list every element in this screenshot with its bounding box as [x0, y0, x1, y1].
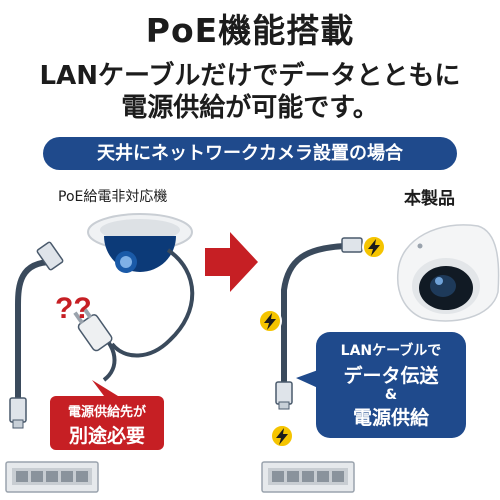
lightning-icon — [258, 309, 282, 333]
arrow-right-icon — [205, 232, 258, 292]
right-lan-cable — [281, 243, 348, 387]
blue-callout-pointer — [296, 370, 318, 388]
red-callout: 電源供給先が 別途必要 — [50, 396, 164, 450]
network-switch-icon — [261, 461, 355, 493]
red-callout-line-2: 別途必要 — [68, 425, 145, 447]
dome-camera-icon — [87, 213, 193, 273]
lightning-icon — [362, 235, 386, 259]
red-callout-line-1: 電源供給先が — [67, 405, 146, 420]
fisheye-camera-icon — [396, 224, 500, 322]
headline: LANケーブルだけでデータとともに 電源供給が可能です。 — [0, 60, 500, 124]
blue-callout: LANケーブルで データ伝送 & 電源供給 — [316, 332, 466, 438]
blue-callout-line-2: データ伝送 — [343, 365, 439, 387]
lan-connector-icon — [341, 237, 363, 253]
left-device-label: PoE給電非対応機 — [58, 189, 168, 205]
lightning-icon — [270, 424, 294, 448]
network-switch-icon — [5, 461, 99, 493]
red-callout-pointer — [92, 380, 118, 396]
page-title: PoE機能搭載 — [145, 11, 355, 50]
headline-line-2: 電源供給が可能です。 — [121, 93, 379, 123]
blue-callout-line-1: LANケーブルで — [340, 343, 442, 359]
power-plug-icon — [73, 305, 113, 352]
lan-connector-icon — [275, 381, 293, 410]
headline-line-1: LANケーブルだけでデータとともに — [39, 61, 461, 91]
right-device-label: 本製品 — [404, 189, 455, 209]
lan-connector-icon — [36, 241, 64, 271]
blue-callout-line-4: 電源供給 — [352, 407, 429, 429]
lan-connector-icon — [9, 397, 27, 429]
blue-callout-line-3: & — [384, 387, 398, 403]
scenario-banner: 天井にネットワークカメラ設置の場合 — [43, 137, 457, 170]
left-lan-cable — [15, 259, 55, 403]
question-marks: ?? — [55, 292, 92, 325]
